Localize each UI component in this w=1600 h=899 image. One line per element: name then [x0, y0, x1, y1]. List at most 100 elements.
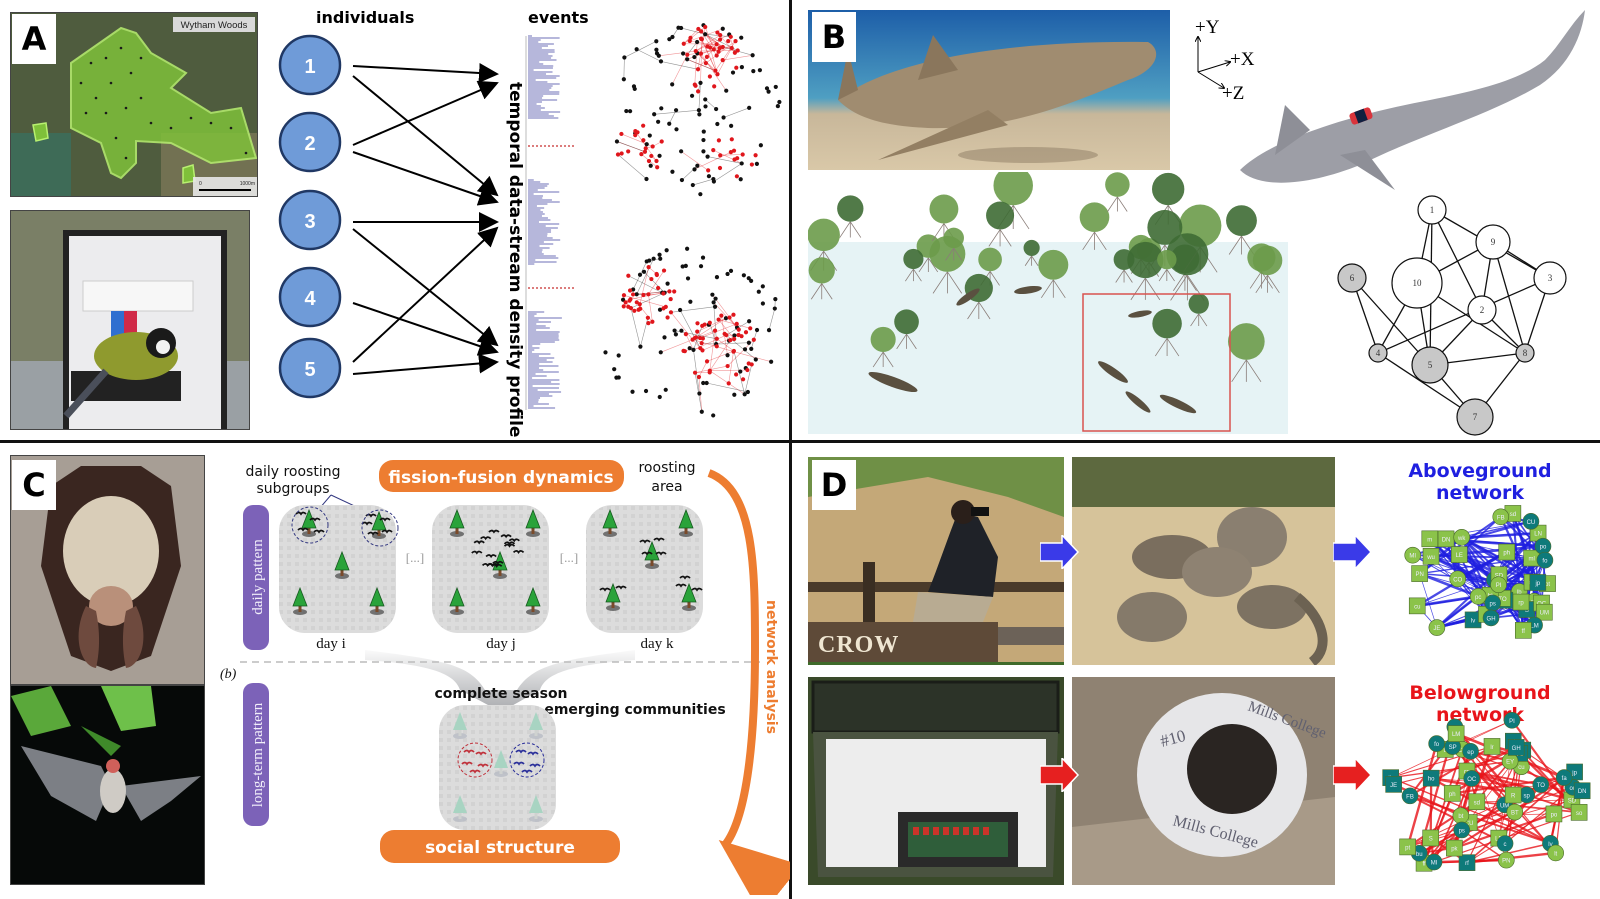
bat-icon — [655, 551, 667, 556]
bat-icon — [461, 761, 473, 766]
network-node-label: bu — [1416, 852, 1423, 858]
network-node — [714, 106, 719, 112]
network-node-label: ff — [1422, 862, 1426, 868]
network-node — [693, 83, 698, 88]
bat-groups — [295, 511, 703, 592]
network-edge — [687, 47, 732, 56]
network-node — [754, 327, 760, 333]
individual-nodes: 1 2 3 4 5 — [278, 34, 342, 399]
network-node — [648, 163, 653, 168]
network-node — [720, 58, 725, 63]
network-node-label: pt — [1405, 845, 1410, 851]
network-node — [718, 153, 723, 158]
tree-crown — [602, 508, 618, 529]
woodland-area — [70, 26, 257, 180]
tree-crown — [494, 750, 508, 768]
subgroup-circle — [361, 509, 399, 547]
scale-end: 1000m — [240, 181, 255, 187]
network-node — [679, 328, 684, 333]
network-node-label: PI — [1496, 583, 1502, 589]
network-node — [612, 367, 617, 372]
network-node — [703, 24, 708, 30]
network-node — [658, 256, 663, 261]
network-node-label: pt — [1545, 582, 1550, 588]
network-node-ps: ps — [1484, 594, 1501, 612]
network-node-label: fo — [1542, 559, 1548, 565]
network-node — [627, 288, 633, 293]
network-node-label: ml — [1529, 557, 1535, 563]
mangrove-canopy — [1226, 205, 1257, 237]
roost-trees — [292, 508, 697, 615]
network-edge — [733, 351, 772, 363]
network-edge — [705, 33, 731, 38]
network-node — [716, 49, 721, 54]
network-node-ph: ph — [1498, 543, 1516, 561]
network-node — [706, 168, 711, 173]
network-node — [701, 149, 706, 154]
network-node — [728, 150, 733, 155]
network-node — [670, 169, 675, 174]
mangrove-canopy — [1166, 233, 1209, 276]
network-edge — [687, 41, 698, 55]
network-node — [673, 332, 678, 337]
mangrove-roots — [1082, 231, 1107, 251]
network-edge — [718, 319, 735, 340]
network-node-label: wu — [1426, 555, 1435, 561]
network-node — [714, 53, 719, 58]
bat-right-wing — [121, 776, 201, 821]
svg-text:5: 5 — [304, 359, 315, 381]
network-node — [746, 361, 751, 366]
network-node-label: CU — [1465, 821, 1474, 827]
network-edge — [706, 382, 748, 393]
network-edge — [701, 342, 717, 345]
network-node — [656, 285, 661, 291]
network-node — [745, 367, 750, 373]
network-node — [705, 44, 710, 49]
network-node — [700, 323, 705, 328]
network-node — [711, 148, 716, 153]
network-node — [638, 344, 643, 349]
tree-trunk — [498, 568, 502, 576]
squirrel — [1117, 592, 1187, 642]
network-edge — [722, 54, 753, 61]
bat-icon — [653, 537, 665, 542]
bat-icon — [473, 540, 485, 545]
bat-icon — [521, 769, 533, 774]
network-node — [659, 139, 664, 144]
individual-node-1: 1 — [278, 34, 342, 96]
network-node — [697, 112, 702, 117]
network-node-ho: ho — [1422, 769, 1440, 787]
social-network-bottom — [603, 246, 778, 418]
network-edge — [624, 41, 657, 58]
network-node-po: po — [1545, 805, 1563, 823]
network-node — [701, 380, 706, 386]
network-edge — [720, 154, 743, 156]
area-label: area — [651, 479, 682, 495]
network-node — [661, 291, 666, 296]
tree-trunk — [531, 526, 535, 534]
tree-trunk — [534, 728, 538, 736]
network-node — [657, 394, 662, 400]
network-node — [652, 112, 657, 117]
binoculars — [971, 507, 989, 516]
network-node — [730, 70, 736, 75]
network-node — [696, 26, 701, 32]
mangrove-roots — [932, 271, 963, 294]
mangrove-canopy — [1188, 293, 1209, 314]
network-node — [654, 158, 659, 164]
network-node-label: cu — [1518, 765, 1524, 771]
network-node — [670, 82, 675, 87]
network-node — [731, 348, 737, 354]
network-node — [603, 350, 608, 355]
network-node — [750, 53, 755, 58]
shark-photo-graphic — [808, 10, 1170, 170]
map-label: Wytham Woods — [181, 20, 248, 31]
network-edge — [1466, 753, 1521, 863]
mangrove-roots — [918, 257, 939, 273]
tree-crown — [678, 508, 694, 529]
network-node — [622, 55, 627, 60]
network-node — [700, 255, 706, 260]
network-node — [736, 332, 741, 338]
network-node-label: EY — [1506, 760, 1514, 766]
network-edge — [636, 258, 654, 295]
